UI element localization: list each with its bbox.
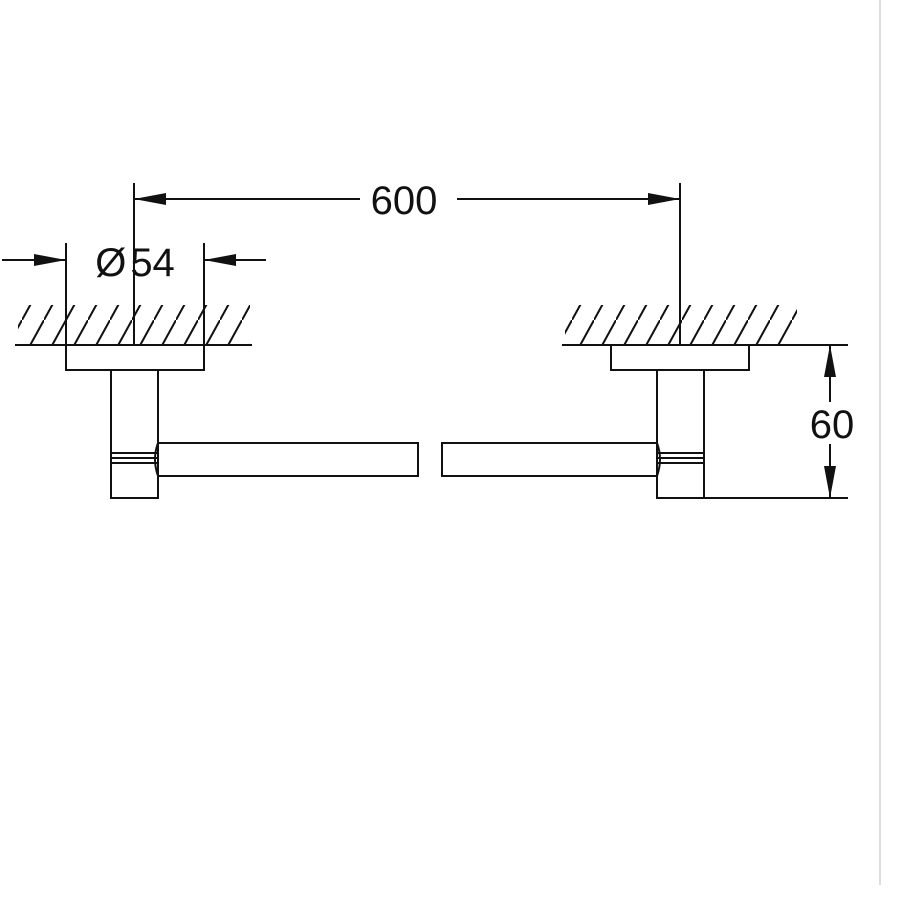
right-wall-flange bbox=[610, 344, 750, 371]
length-dimension bbox=[133, 183, 681, 345]
diameter-value: 54 bbox=[130, 241, 175, 285]
left-wall-flange bbox=[65, 344, 205, 371]
diameter-dimension bbox=[2, 243, 266, 345]
projection-dimension-label: 60 bbox=[810, 403, 855, 447]
right-post bbox=[656, 369, 705, 499]
left-post bbox=[110, 369, 159, 499]
right-wall-hatch bbox=[562, 305, 848, 346]
bar-right-segment bbox=[441, 442, 661, 477]
towel-bar bbox=[154, 442, 661, 477]
projection-dimension bbox=[704, 345, 848, 499]
diameter-symbol: Ø bbox=[95, 241, 126, 285]
length-dimension-label: 600 bbox=[371, 179, 438, 223]
bar-left-segment bbox=[154, 442, 419, 477]
